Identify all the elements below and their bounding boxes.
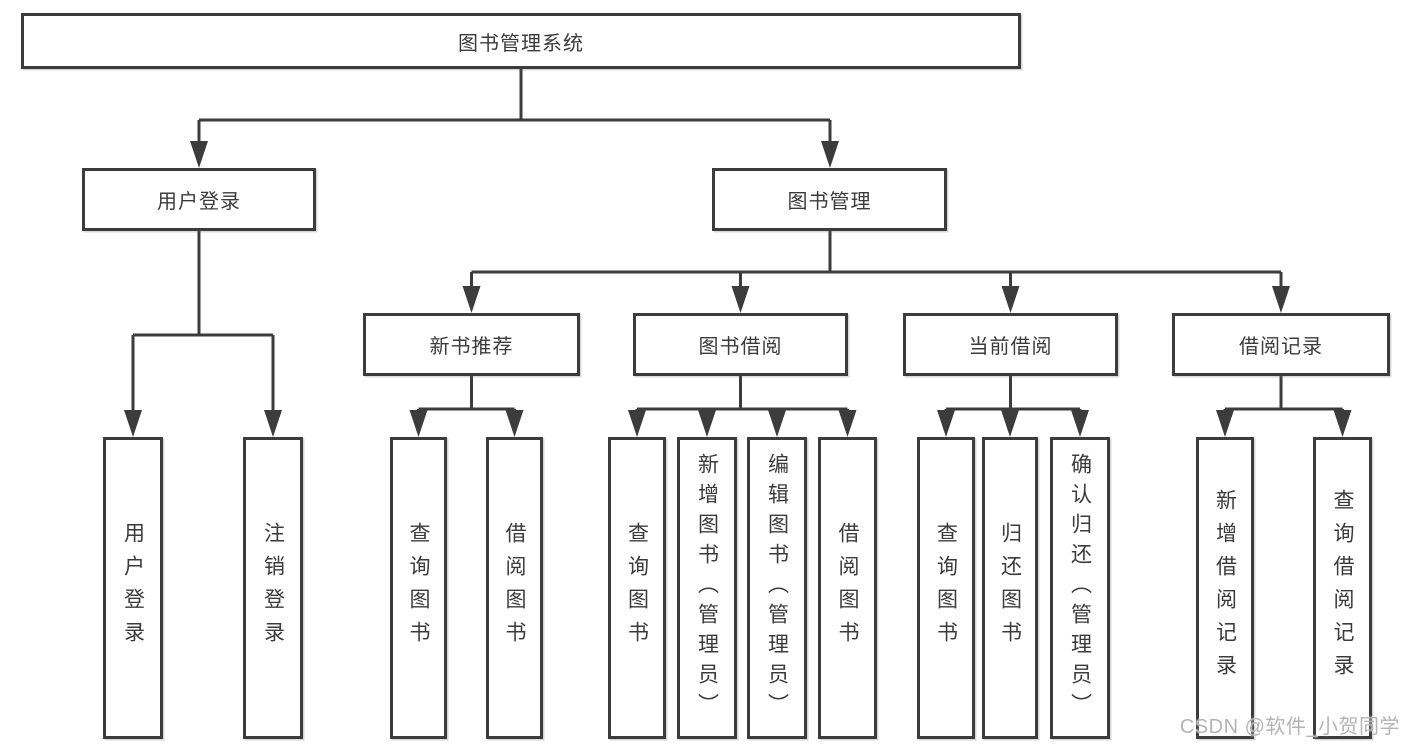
node-current-borrowing-label: 当前借阅 [968, 336, 1053, 358]
node-root-label: 图书管理系统 [458, 32, 584, 55]
leaf-user-login: 用户登录 [103, 437, 163, 739]
node-root: 图书管理系统 [21, 13, 1021, 69]
node-borrowing-records-label: 借阅记录 [1239, 336, 1323, 358]
node-book-management: 图书管理 [712, 168, 947, 231]
node-current-borrowing: 当前借阅 [903, 313, 1118, 376]
node-book-borrowing: 图书借阅 [633, 313, 848, 376]
leaf-edit-book-admin: 编辑图书（管理员） [747, 437, 807, 739]
node-borrowing-records: 借阅记录 [1172, 313, 1390, 376]
arrowheads [124, 141, 1352, 437]
node-book-borrowing-label: 图书借阅 [698, 336, 783, 358]
leaf-confirm-return-admin: 确认归还（管理员） [1050, 437, 1110, 739]
leaf-add-book-admin: 新增图书（管理员） [677, 437, 737, 739]
node-user-login: 用户登录 [82, 168, 316, 231]
leaf-query-books-borrowing: 查询图书 [608, 437, 666, 739]
leaf-borrow-books-borrowing: 借阅图书 [818, 437, 877, 739]
leaf-logout: 注销登录 [243, 437, 303, 739]
leaf-query-borrow-record: 查询借阅记录 [1313, 437, 1372, 739]
leaf-query-books-recommend: 查询图书 [390, 437, 447, 739]
csdn-watermark: CSDN @软件_小贺同学 [1179, 716, 1400, 738]
leaf-add-borrow-record: 新增借阅记录 [1196, 437, 1254, 739]
node-new-book-recommend-label: 新书推荐 [429, 336, 514, 358]
leaf-borrow-books-recommend: 借阅图书 [486, 437, 543, 739]
node-book-management-label: 图书管理 [787, 191, 872, 213]
leaf-query-books-current: 查询图书 [917, 437, 975, 739]
leaf-return-book: 归还图书 [982, 437, 1038, 739]
node-new-book-recommend: 新书推荐 [363, 313, 580, 376]
node-user-login-label: 用户登录 [157, 191, 241, 213]
